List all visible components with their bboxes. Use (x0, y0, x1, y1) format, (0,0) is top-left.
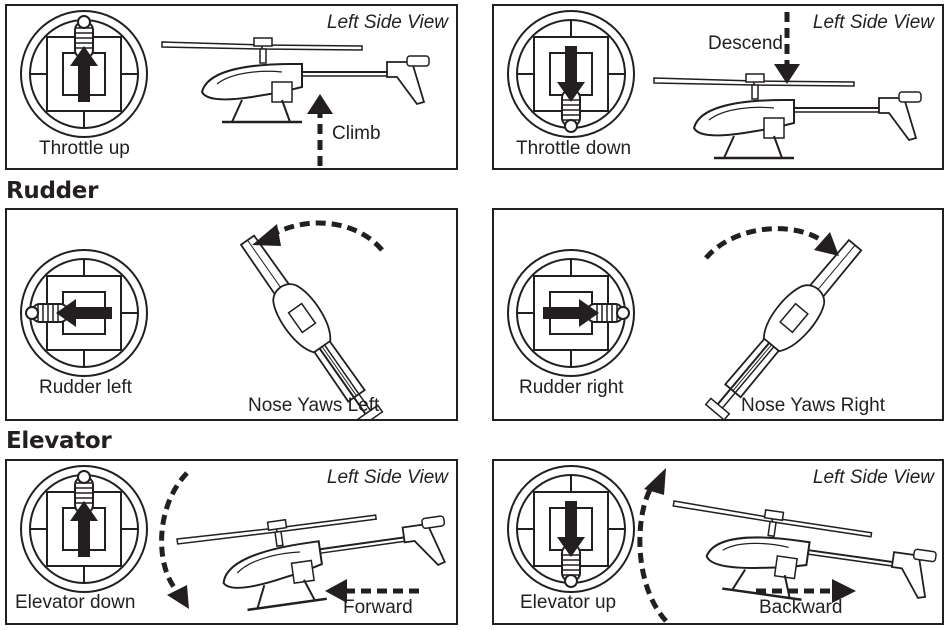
throttle-up-diagram (20, 10, 431, 166)
helicopter-top-icon (698, 231, 872, 419)
dashed-arrow-icon (774, 12, 800, 84)
view-label: Left Side View (812, 12, 934, 33)
section-heading-elevator: Elevator (6, 428, 112, 454)
motion-label: Forward (343, 597, 413, 618)
stick-gimbal-icon (507, 249, 635, 377)
stick-label: Throttle up (39, 138, 130, 159)
dashed-arrow-icon (307, 94, 333, 166)
motion-label: Nose Yaws Right (741, 395, 885, 416)
stick-label: Elevator up (520, 592, 617, 613)
dashed-arrow-icon (252, 220, 384, 252)
stick-label: Rudder left (39, 377, 132, 398)
view-label: Left Side View (326, 467, 448, 488)
dashed-arrow-icon (325, 579, 419, 603)
stick-gimbal-icon (507, 10, 635, 138)
stick-gimbal-icon (20, 465, 148, 593)
motion-label: Backward (759, 597, 843, 618)
panel-throttle-up: Left Side View Throttle up Climb (5, 4, 458, 170)
helicopter-side-icon (160, 36, 431, 124)
panel-elevator-up: Left Side View Elevator up Backward (492, 459, 944, 625)
motion-label: Descend (708, 33, 783, 54)
stick-gimbal-icon (20, 249, 148, 377)
stick-label: Elevator down (15, 592, 136, 613)
view-label: Left Side View (812, 467, 934, 488)
dashed-arrow-icon (637, 468, 668, 623)
stick-gimbal-icon (507, 465, 635, 593)
panel-rudder-right: Rudder right Nose Yaws Right (492, 208, 944, 421)
throttle-down-diagram (507, 10, 923, 160)
section-heading-rudder: Rudder (6, 178, 99, 204)
motion-label: Climb (332, 123, 381, 144)
dashed-arrow-icon (159, 471, 189, 609)
dashed-arrow-icon (704, 226, 839, 260)
stick-gimbal-icon (20, 10, 148, 138)
view-label: Left Side View (326, 12, 448, 33)
stick-label: Rudder right (519, 377, 624, 398)
helicopter-side-icon (652, 72, 923, 160)
rudder-left-diagram (20, 220, 390, 419)
elevator-up-diagram (507, 465, 941, 623)
stick-label: Throttle down (516, 138, 632, 159)
panel-throttle-down: Left Side View Throttle down Descend (492, 4, 944, 170)
panel-rudder-left: Rudder left Nose Yaws Left (5, 208, 458, 421)
panel-elevator-down: Left Side View Elevator down Forward (5, 459, 458, 625)
rudder-right-diagram (507, 226, 872, 419)
helicopter-top-icon (230, 227, 390, 419)
motion-label: Nose Yaws Left (248, 395, 380, 416)
elevator-down-diagram (20, 465, 454, 620)
dashed-arrow-icon (756, 579, 856, 603)
